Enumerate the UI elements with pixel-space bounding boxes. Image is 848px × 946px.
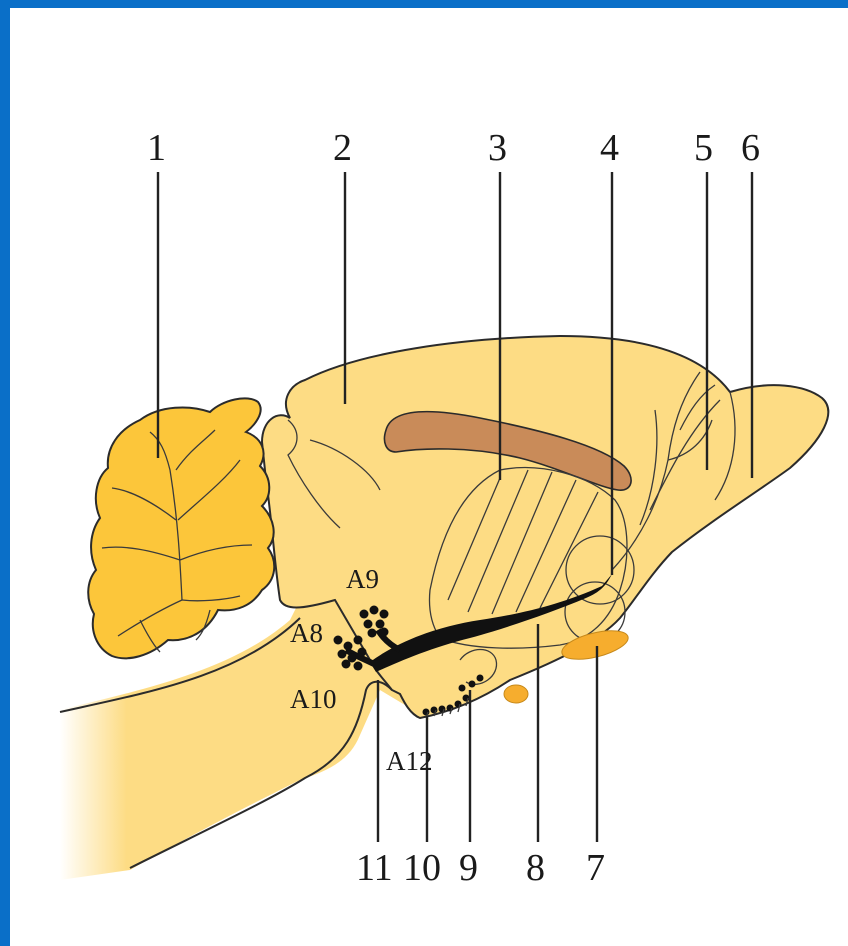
label-a8: A8 [290, 618, 323, 648]
label-7: 7 [586, 847, 605, 889]
label-9: 9 [459, 847, 478, 889]
diagram-frame: 1 2 3 4 5 6 11 10 9 8 7 A9 A8 A10 A12 [10, 8, 848, 946]
label-a9: A9 [346, 564, 379, 594]
label-5: 5 [694, 127, 713, 169]
label-4: 4 [600, 127, 619, 169]
label-1: 1 [147, 127, 166, 169]
label-11: 11 [356, 847, 393, 889]
label-10: 10 [403, 847, 441, 889]
label-a12: A12 [386, 746, 433, 776]
label-a10: A10 [290, 684, 337, 714]
label-3: 3 [488, 127, 507, 169]
label-8: 8 [526, 847, 545, 889]
label-2: 2 [333, 127, 352, 169]
brain-sagittal-diagram: 1 2 3 4 5 6 11 10 9 8 7 A9 A8 A10 A12 [10, 8, 848, 946]
label-6: 6 [741, 127, 760, 169]
cerebellum [88, 398, 274, 658]
pituitary-highlight [504, 685, 528, 703]
